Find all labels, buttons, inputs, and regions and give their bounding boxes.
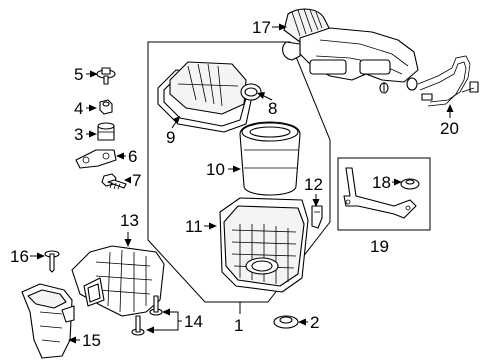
part-17-intake-duct: [282, 8, 419, 94]
arrow-4: [89, 104, 97, 112]
part-4-nut: [99, 99, 113, 115]
callout-20: 20: [440, 119, 459, 138]
part-20-vacuum-hose: [417, 55, 479, 107]
arrow-9: [173, 116, 180, 123]
part-11-lower-housing: [219, 197, 309, 293]
leader-14: [164, 311, 182, 331]
part-2-grommet: [273, 315, 299, 329]
callout-15: 15: [82, 331, 101, 350]
part-19-support-bracket: [343, 167, 417, 219]
arrow-12: [312, 199, 320, 207]
part-13-resonator: [71, 245, 165, 317]
callout-9: 9: [166, 128, 175, 147]
leader-8: [263, 95, 273, 101]
arrow-14b: [146, 326, 154, 334]
part-14-studs: [131, 295, 163, 336]
callout-2: 2: [310, 313, 319, 332]
part-3-bushing: [97, 122, 115, 141]
arrow-20: [446, 104, 454, 112]
arrow-6: [116, 152, 124, 160]
callout-1: 1: [234, 316, 243, 335]
part-16-push-pin: [44, 250, 60, 273]
part-8-cleaner-cover: [169, 61, 262, 115]
arrow-18: [394, 178, 402, 186]
callout-5: 5: [74, 65, 83, 84]
arrow-7: [124, 176, 131, 184]
callout-18: 18: [372, 173, 391, 192]
arrow-15: [68, 336, 76, 344]
callout-3: 3: [74, 125, 83, 144]
part-7-screw: [101, 173, 127, 190]
arrow-16: [37, 252, 45, 260]
arrow-11: [209, 222, 217, 230]
arrow-14a: [162, 308, 170, 316]
callout-16: 16: [10, 247, 29, 266]
arrow-13: [124, 239, 132, 247]
callout-17: 17: [252, 18, 271, 37]
arrow-10: [233, 165, 241, 173]
arrow-17: [279, 23, 287, 31]
callout-10: 10: [206, 160, 225, 179]
callout-8: 8: [268, 99, 277, 118]
part-18-grommet: [400, 178, 420, 190]
part-6-bracket: [75, 149, 117, 169]
callout-4: 4: [74, 99, 83, 118]
arrow-5: [90, 70, 98, 78]
callout-13: 13: [120, 211, 139, 230]
callout-7: 7: [132, 171, 141, 190]
callout-11: 11: [185, 217, 203, 236]
arrow-2: [298, 318, 306, 326]
part-15-inlet-duct: [21, 283, 75, 359]
part-12-clip: [311, 205, 323, 229]
arrow-8: [257, 92, 265, 99]
callout-19: 19: [370, 237, 389, 256]
leader-9: [171, 121, 177, 129]
arrow-3: [89, 130, 97, 138]
box-19: [337, 157, 431, 231]
callout-14: 14: [184, 312, 203, 331]
part-5-bolt: [96, 67, 116, 85]
part-10-filter-element: [239, 121, 301, 196]
callout-6: 6: [128, 147, 137, 166]
callout-12: 12: [304, 175, 323, 194]
